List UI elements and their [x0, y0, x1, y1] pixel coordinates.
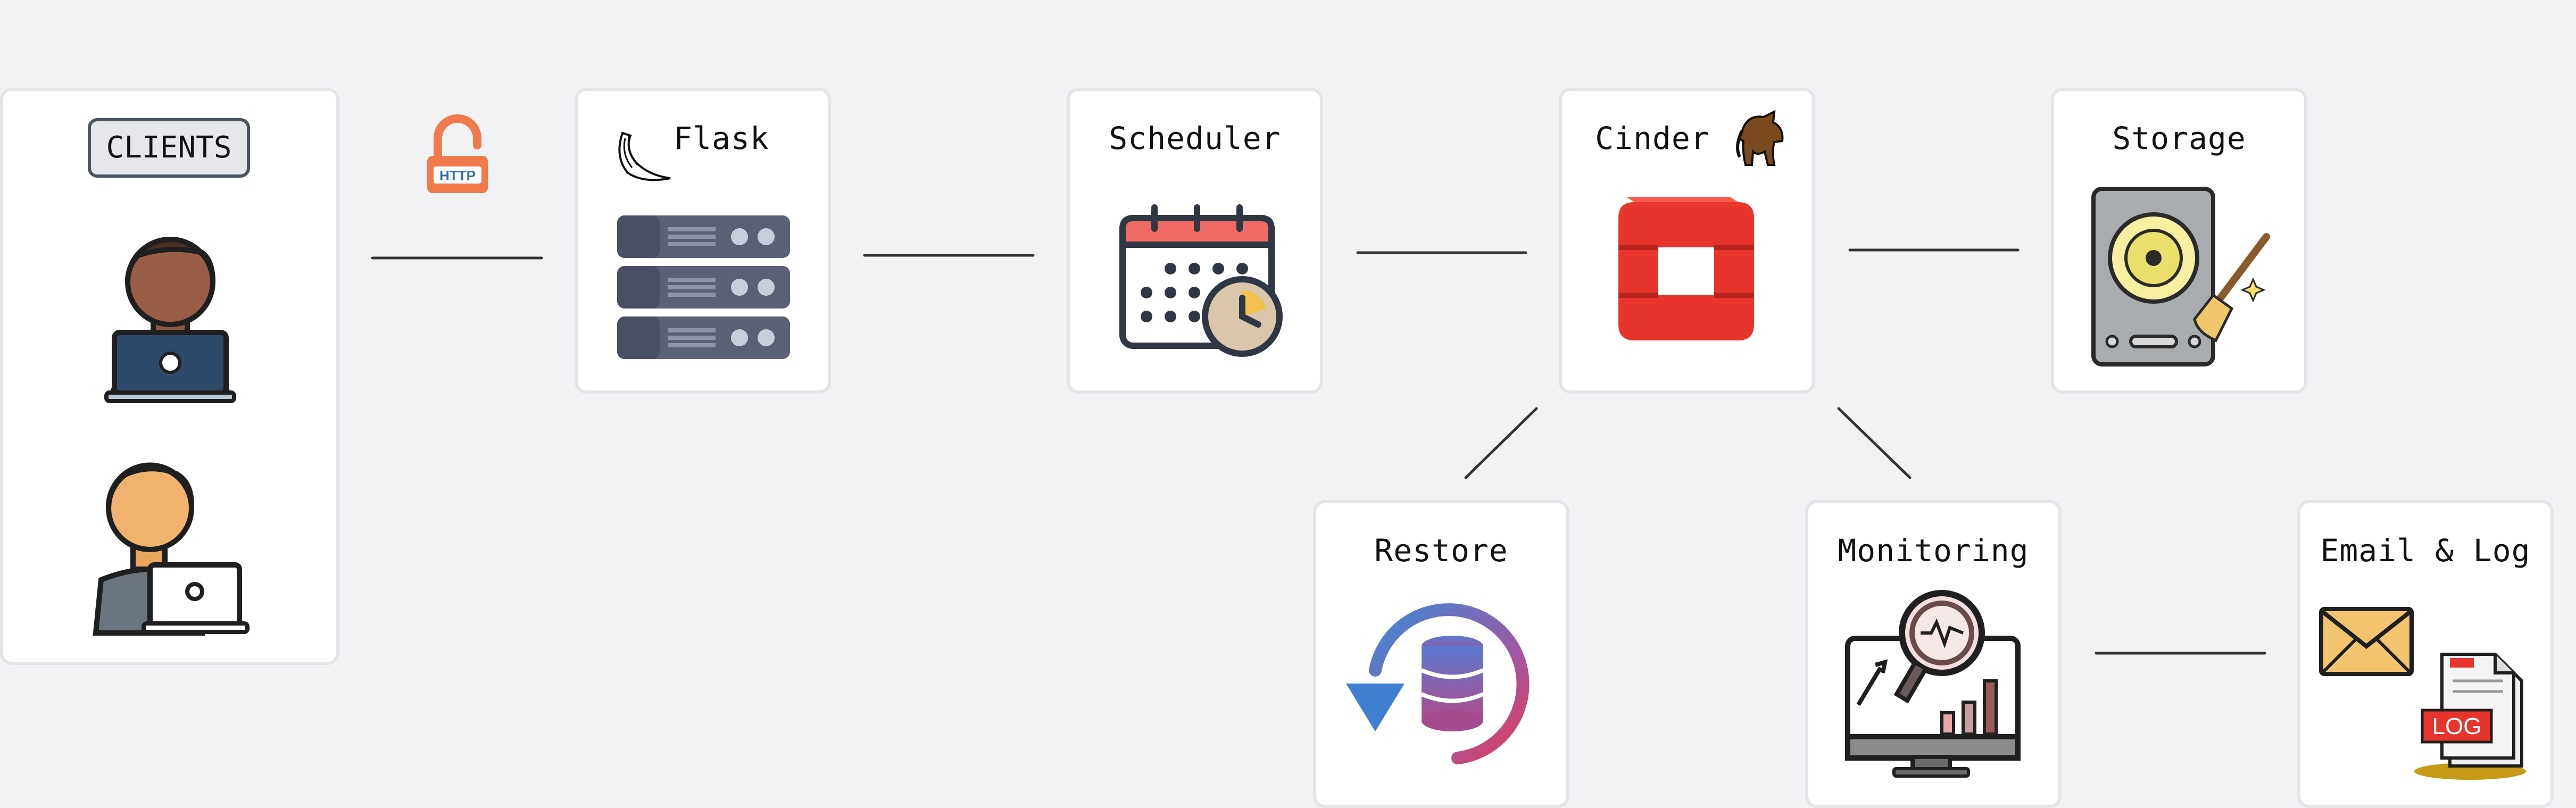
connector-cinder-monitoring — [1837, 407, 1912, 479]
email-envelope-icon — [2319, 607, 2414, 676]
restore-title: Restore — [1374, 532, 1508, 569]
unlocked-padlock-icon: HTTP — [427, 114, 488, 193]
monitoring-title: Monitoring — [1838, 532, 2029, 569]
horse-icon — [1736, 110, 1784, 166]
openstack-logo-icon — [1618, 197, 1754, 340]
log-file-icon: LOG — [2414, 653, 2526, 780]
flask-horn-icon — [618, 131, 671, 181]
person-laptop-icon — [104, 237, 236, 403]
calendar-clock-icon — [1119, 204, 1283, 357]
scheduler-title: Scheduler — [1109, 120, 1281, 156]
person-laptop-icon — [93, 462, 250, 636]
flask-title: Flask — [674, 120, 769, 156]
connector-cinder-restore — [1464, 407, 1538, 479]
email-log-title: Email & Log — [2320, 532, 2531, 569]
server-rack-icon — [617, 215, 790, 359]
http-label: HTTP — [439, 168, 476, 184]
monitor-analytics-icon — [1845, 590, 2021, 778]
cinder-title: Cinder — [1595, 120, 1710, 156]
hard-drive-broom-icon — [2091, 187, 2270, 366]
database-restore-icon — [1346, 603, 1530, 764]
log-label: LOG — [2432, 713, 2482, 739]
clients-label: CLIENTS — [88, 118, 250, 178]
storage-title: Storage — [2112, 120, 2246, 156]
